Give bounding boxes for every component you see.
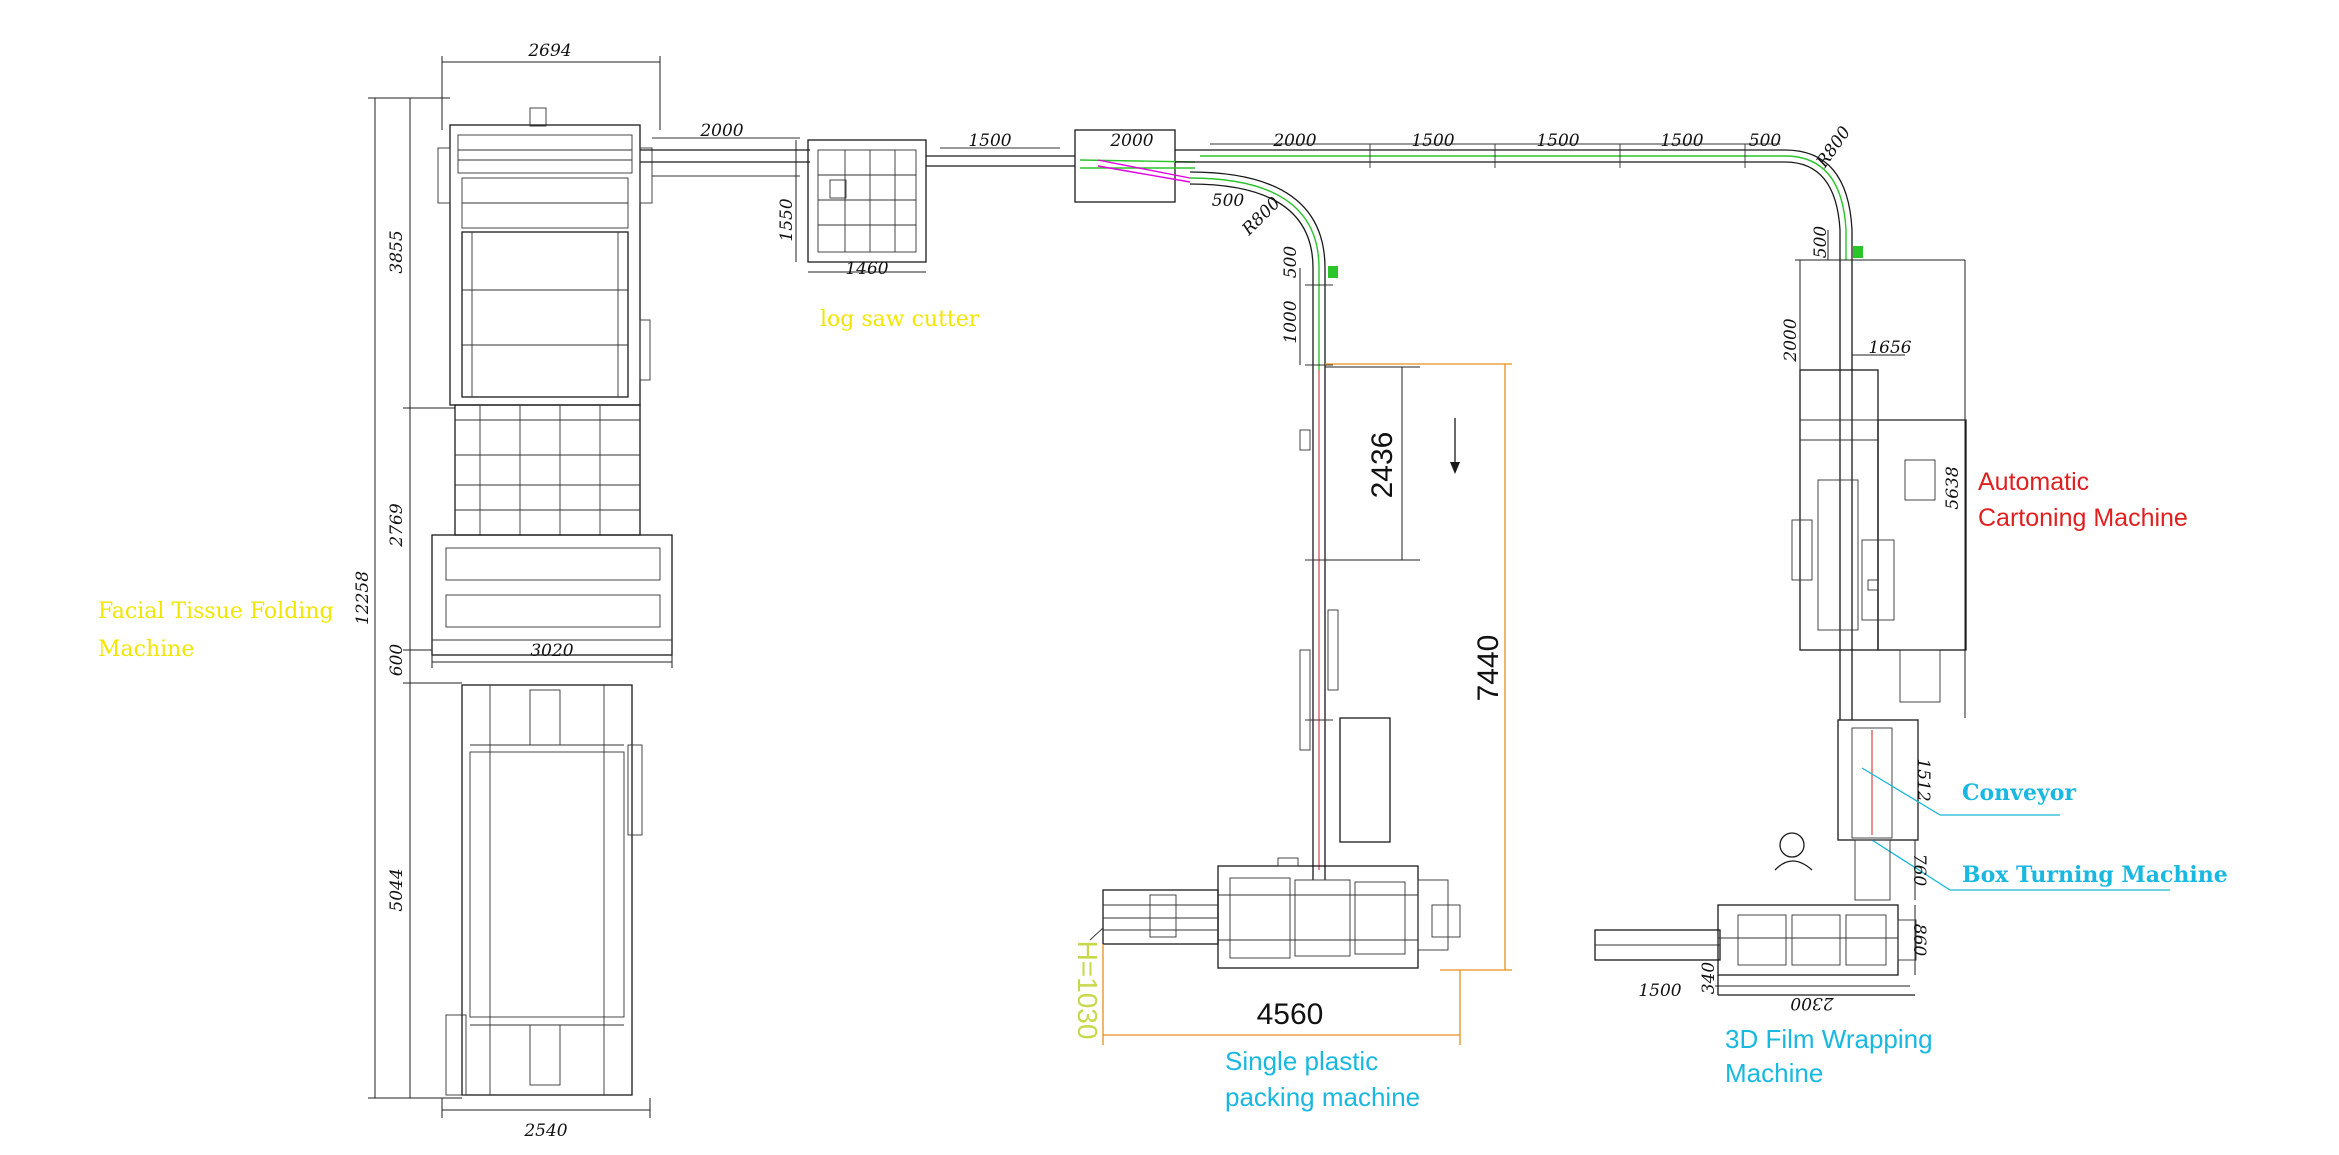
dim-radius-right: R800 [1812, 123, 1855, 173]
label-single-plastic-2: packing machine [1225, 1082, 1420, 1112]
dim-folding-bottom-width: 2540 [523, 1121, 567, 1141]
dim-folding-h2: 2769 [387, 503, 407, 547]
top-conveyor: 2000 1460 1550 1500 2000 [640, 121, 1863, 279]
label-box-turning: Box Turning Machine [1962, 862, 2228, 888]
dim-wrap-len: 860 [1909, 924, 1929, 957]
film-wrapping-machine: 2300 1500 340 860 [1594, 904, 1929, 1013]
label-film-wrapping-1: 3D Film Wrapping [1725, 1024, 1933, 1054]
dim-conv-2000-b: 2000 [1109, 131, 1153, 151]
dim-turning-len: 760 [1909, 854, 1929, 887]
dim-conv-2000-c: 2000 [1272, 131, 1316, 151]
label-conveyor: Conveyor [1962, 780, 2076, 806]
label-single-plastic-1: Single plastic [1225, 1046, 1378, 1076]
dim-folding-gap: 600 [387, 644, 407, 677]
dim-vert-500-right: 500 [1811, 226, 1831, 259]
sensor-marker-right [1853, 246, 1863, 258]
dim-saw-width: 1460 [845, 259, 888, 279]
label-cartoning-1: Automatic [1978, 468, 2089, 496]
label-cartoning-2: Cartoning Machine [1978, 504, 2188, 532]
cartoning-machine: 500 2000 1656 5638 1512 760 [1774, 226, 2170, 901]
dim-folding-total: 12258 [353, 571, 373, 625]
label-facial-tissue-2: Machine [98, 637, 194, 662]
dim-conv-2000-a: 2000 [699, 121, 743, 141]
dim-2436: 2436 [1366, 432, 1399, 499]
label-film-wrapping-2: Machine [1725, 1058, 1823, 1088]
dim-carton-width: 1656 [1868, 338, 1911, 358]
dim-conveyor-len: 1512 [1913, 758, 1933, 801]
single-plastic-packing-machine: H=1030 4560 [1072, 857, 1461, 1045]
dim-folding-h3: 5044 [387, 868, 407, 911]
dim-folding-mid-width: 3020 [530, 641, 573, 661]
dim-7440: 7440 [1472, 635, 1505, 702]
dim-conv-500-b: 500 [1212, 191, 1245, 211]
dim-conv-500-a: 500 [1749, 131, 1782, 151]
dim-wrap-infeed: 1500 [1638, 981, 1681, 1001]
dim-carton-length: 5638 [1943, 466, 1963, 509]
dim-folding-top-width: 2694 [527, 41, 571, 61]
label-log-saw: log saw cutter [820, 307, 980, 332]
dim-conv-1500-c: 1500 [1536, 131, 1579, 151]
dim-conv-1500-b: 1500 [1411, 131, 1454, 151]
dim-vert-500-left: 500 [1281, 246, 1301, 279]
flow-arrow [1450, 462, 1460, 474]
dim-wrap-width: 2300 [1790, 993, 1834, 1013]
label-height-note: H=1030 [1072, 941, 1103, 1040]
sensor-marker-left [1328, 266, 1338, 278]
dim-folding-h1: 3855 [387, 230, 407, 273]
label-facial-tissue-1: Facial Tissue Folding [98, 599, 334, 624]
dim-vert-1000-left: 1000 [1281, 300, 1301, 343]
left-vertical-conveyor: 500 1000 2436 7440 [1281, 246, 1512, 971]
dim-4560: 4560 [1257, 998, 1324, 1031]
dim-radius-left: R800 [1238, 193, 1285, 240]
dim-conv-1500-a: 1500 [968, 131, 1011, 151]
folding-machine: 2694 3020 [353, 41, 673, 1141]
dim-vert-2000-right: 2000 [1781, 318, 1801, 362]
dim-saw-height: 1550 [777, 198, 797, 241]
dim-conv-1500-d: 1500 [1660, 131, 1703, 151]
dim-wrap-small: 340 [1699, 962, 1719, 995]
